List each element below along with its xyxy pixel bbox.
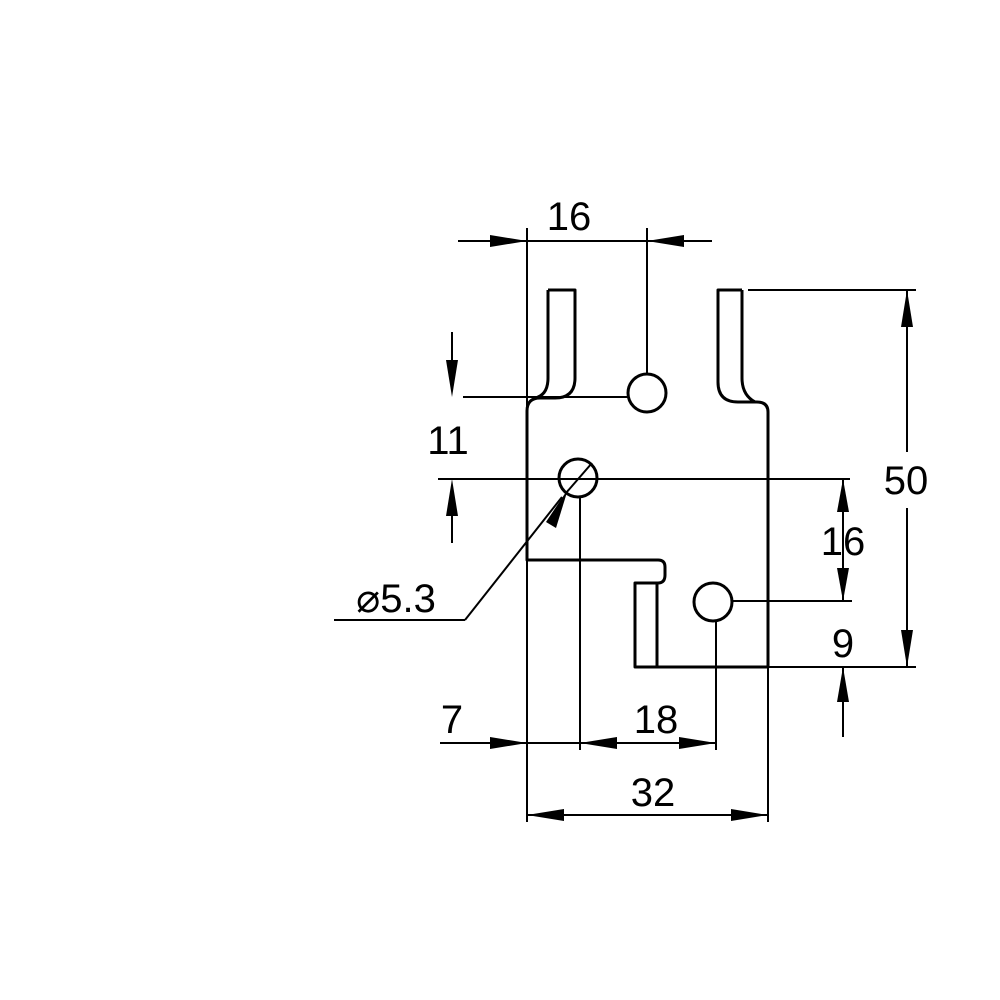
dimension-label-11: 11: [427, 419, 469, 463]
dimension-label-32: 32: [631, 771, 676, 815]
arrowhead: [527, 809, 564, 821]
arrowhead: [446, 360, 458, 397]
arrowhead: [679, 737, 716, 749]
arrowhead: [490, 235, 527, 247]
arrowhead: [731, 809, 768, 821]
arrowhead: [837, 568, 849, 601]
dimension-label-50: 50: [884, 459, 929, 503]
hole-top: [626, 372, 668, 414]
arrowhead: [837, 479, 849, 512]
arrowhead: [837, 667, 849, 702]
arrowhead: [546, 489, 568, 528]
dimension-label-9: 9: [832, 622, 854, 666]
arrowhead: [901, 630, 913, 667]
hole-bottom-right: [692, 581, 734, 623]
dimension-label-18: 18: [634, 698, 679, 742]
arrowhead: [901, 290, 913, 327]
arrowhead: [647, 235, 684, 247]
leader-line-hole-diameter-angled: [464, 496, 563, 621]
arrowhead: [580, 737, 617, 749]
arrowhead: [446, 479, 458, 516]
dimension-label-hole-diameter: ⌀5.3: [356, 577, 436, 621]
dimension-label-top-width: 16: [547, 195, 592, 239]
arrowhead: [490, 737, 527, 749]
right-slot-outer: [740, 290, 756, 404]
dimension-label-16-right: 16: [821, 520, 866, 564]
hole-centerline-slash: [565, 462, 593, 494]
left-slot-outer: [534, 290, 550, 400]
dimension-label-7: 7: [441, 698, 463, 742]
